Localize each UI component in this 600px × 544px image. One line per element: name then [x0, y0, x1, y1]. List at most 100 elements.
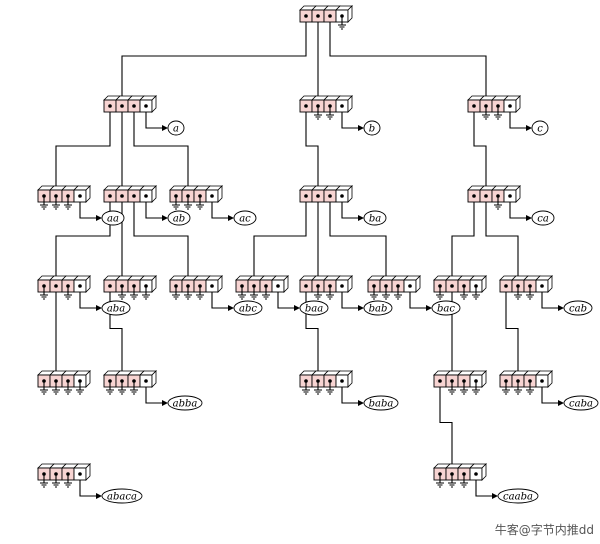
null-ground-symbol	[514, 381, 522, 395]
node-label-ca: ca	[537, 214, 549, 225]
null-ground-symbol	[338, 16, 346, 30]
node-label-c: c	[537, 124, 543, 135]
node-label-ac: ac	[239, 214, 251, 225]
null-ground-symbol	[314, 381, 322, 395]
cell-side-face	[547, 275, 553, 293]
null-ground-symbol	[326, 106, 334, 120]
null-ground-symbol	[64, 286, 72, 300]
node-label-abc: abc	[239, 304, 257, 315]
child-pointer-c	[329, 16, 487, 96]
trie-node-b: b	[299, 95, 381, 136]
null-ground-symbol	[472, 381, 480, 395]
child-pointer-aa	[55, 106, 111, 186]
pointer-dot	[78, 284, 82, 288]
pointer-dot	[108, 194, 112, 198]
label-oval	[167, 120, 185, 136]
pointer-dot	[408, 284, 412, 288]
trie-node-ca: ca	[467, 185, 555, 226]
pointer-dot	[484, 194, 488, 198]
label-oval	[431, 300, 461, 316]
pointer-dot	[304, 14, 308, 18]
null-ground-symbol	[184, 196, 192, 210]
watermark: 牛客@字节内推dd	[494, 523, 594, 537]
label-oval	[233, 300, 263, 316]
value-pointer	[79, 286, 96, 309]
pointer-dot	[340, 284, 344, 288]
null-ground-symbol	[394, 286, 402, 300]
value-pointer	[409, 286, 426, 309]
label-oval	[299, 300, 329, 316]
arrow-head	[358, 400, 364, 406]
null-ground-symbol	[460, 286, 468, 300]
trie-node-caab	[433, 370, 487, 395]
null-ground-symbol	[314, 286, 322, 300]
null-ground-symbol	[526, 286, 534, 300]
pointer-dot	[508, 104, 512, 108]
trie-node-ba: ba	[299, 185, 387, 226]
null-ground-symbol	[196, 196, 204, 210]
cell-side-face	[151, 95, 157, 113]
null-ground-symbol	[40, 286, 48, 300]
null-ground-symbol	[494, 196, 502, 210]
cell-side-face	[85, 185, 91, 203]
cell-side-face	[347, 275, 353, 293]
null-ground-symbol	[482, 106, 490, 120]
label-oval	[563, 395, 599, 411]
pointer-dot	[540, 284, 544, 288]
pointer-dot	[108, 284, 112, 288]
node-label-baa: baa	[305, 304, 323, 315]
null-ground-symbol	[436, 286, 444, 300]
null-ground-symbol	[326, 286, 334, 300]
null-ground-symbol	[382, 286, 390, 300]
trie-node-baa: baa	[235, 275, 329, 316]
child-pointer-baa	[253, 196, 307, 276]
null-ground-symbol	[502, 381, 510, 395]
child-pointer-bac	[329, 196, 387, 276]
arrow-head	[358, 215, 364, 221]
null-ground-symbol	[172, 286, 180, 300]
null-ground-symbol	[262, 286, 270, 300]
arrow-head	[96, 305, 102, 311]
label-oval	[531, 120, 549, 136]
value-pointer	[277, 286, 294, 309]
label-oval	[101, 488, 143, 504]
child-pointer-ca	[473, 106, 487, 186]
arrow-head	[526, 215, 532, 221]
arrow-head	[558, 400, 564, 406]
node-label-abba: abba	[173, 399, 198, 410]
trie-node-abaca: abaca	[37, 463, 143, 504]
trie-node-caba: caba	[499, 370, 599, 411]
node-label-aa: aa	[107, 214, 119, 225]
null-ground-symbol	[472, 286, 480, 300]
child-pointer-ba	[305, 106, 319, 186]
pointer-dot	[328, 194, 332, 198]
pointer-dot	[144, 379, 148, 383]
label-oval	[167, 210, 191, 226]
arrow-head	[558, 305, 564, 311]
trie-node-caaba: caaba	[433, 463, 539, 504]
node-label-caba: caba	[569, 399, 593, 410]
pointer-dot	[210, 284, 214, 288]
pointer-dot	[504, 284, 508, 288]
pointer-dot	[474, 472, 478, 476]
arrow-head	[96, 215, 102, 221]
cell-side-face	[347, 185, 353, 203]
pointer-dot	[328, 14, 332, 18]
arrow-head	[294, 305, 300, 311]
trie-node-abc: abc	[169, 275, 263, 316]
child-pointer-caaba	[439, 381, 453, 464]
null-ground-symbol	[302, 381, 310, 395]
pointer-dot	[540, 379, 544, 383]
null-ground-symbol	[436, 474, 444, 488]
pointer-dot	[120, 104, 124, 108]
null-ground-symbol	[370, 286, 378, 300]
null-ground-symbol	[64, 196, 72, 210]
pointer-dot	[132, 104, 136, 108]
value-pointer	[341, 106, 358, 129]
pointer-dot	[438, 379, 442, 383]
arrow-head	[162, 125, 168, 131]
label-oval	[531, 210, 555, 226]
label-oval	[363, 300, 393, 316]
pointer-dot	[108, 104, 112, 108]
